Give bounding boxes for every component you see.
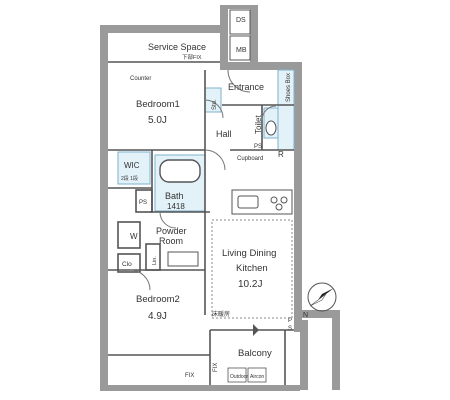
label-shoes-box: Shoes Box	[286, 73, 292, 102]
label-p-right: P	[288, 318, 292, 324]
compass-icon: N	[303, 282, 337, 319]
label-powder: Powder	[156, 226, 187, 236]
label-living2: Kitchen	[236, 263, 268, 274]
wic-area	[117, 151, 151, 185]
outer-walls	[100, 5, 340, 391]
label-lin: Lin.	[152, 256, 158, 265]
label-cupboard: Cupboard	[237, 156, 263, 162]
label-powder-room: Room	[159, 236, 183, 246]
label-floor-heating: 床暖房	[212, 310, 230, 318]
room-labels: Service Space 下部FIX Counter Bedroom1 5.0…	[121, 17, 292, 380]
floor-heating-zone	[211, 219, 293, 319]
label-entrance: Entrance	[228, 82, 264, 92]
label-fix-side: FIX	[213, 363, 219, 372]
label-clo: Clo	[122, 261, 132, 268]
label-r: R	[278, 150, 284, 159]
kitchen-fixtures	[231, 189, 293, 215]
svg-text:N: N	[303, 312, 308, 319]
aircon-box	[247, 367, 267, 383]
label-counter: Counter	[130, 76, 151, 82]
label-wic-sub: 2段 1段	[121, 175, 138, 182]
bathtub	[159, 159, 201, 183]
label-aircon: Aircon	[250, 374, 264, 380]
label-bedroom1: Bedroom1	[136, 99, 180, 110]
outdoor-unit-box	[227, 367, 247, 383]
interior-walls	[108, 61, 294, 385]
toilet-bowl	[265, 120, 277, 136]
label-bath-size: 1418	[167, 202, 185, 211]
label-fix-bottom: FIX	[185, 373, 194, 379]
label-bedroom2: Bedroom2	[136, 294, 180, 305]
label-bedroom2-size: 4.9J	[148, 311, 167, 322]
label-s-right: S	[288, 326, 292, 332]
ds-box	[229, 9, 251, 35]
label-hall: Hall	[216, 129, 232, 139]
label-wic: WIC	[124, 161, 140, 170]
washbasin	[167, 251, 199, 267]
label-balcony: Balcony	[238, 348, 272, 359]
label-outdoor: Outdoor	[230, 374, 248, 380]
label-service-space-sub: 下部FIX	[182, 53, 202, 61]
label-living1: Living Dining	[222, 248, 276, 259]
label-ds: DS	[236, 17, 246, 24]
label-service-space: Service Space	[148, 42, 206, 52]
label-sto: Sto.	[212, 99, 218, 110]
entry-arrow	[253, 324, 259, 336]
doors	[129, 69, 277, 291]
label-mb: MB	[236, 47, 247, 54]
label-ps-left: PS	[139, 200, 147, 206]
label-ps-top: PS	[254, 144, 262, 150]
label-living-size: 10.2J	[238, 279, 262, 290]
label-bedroom1-size: 5.0J	[148, 115, 167, 126]
mb-box	[229, 35, 251, 61]
label-bath: Bath	[165, 191, 184, 201]
label-toilet: Toilet	[254, 115, 263, 134]
label-w: W	[130, 232, 138, 241]
